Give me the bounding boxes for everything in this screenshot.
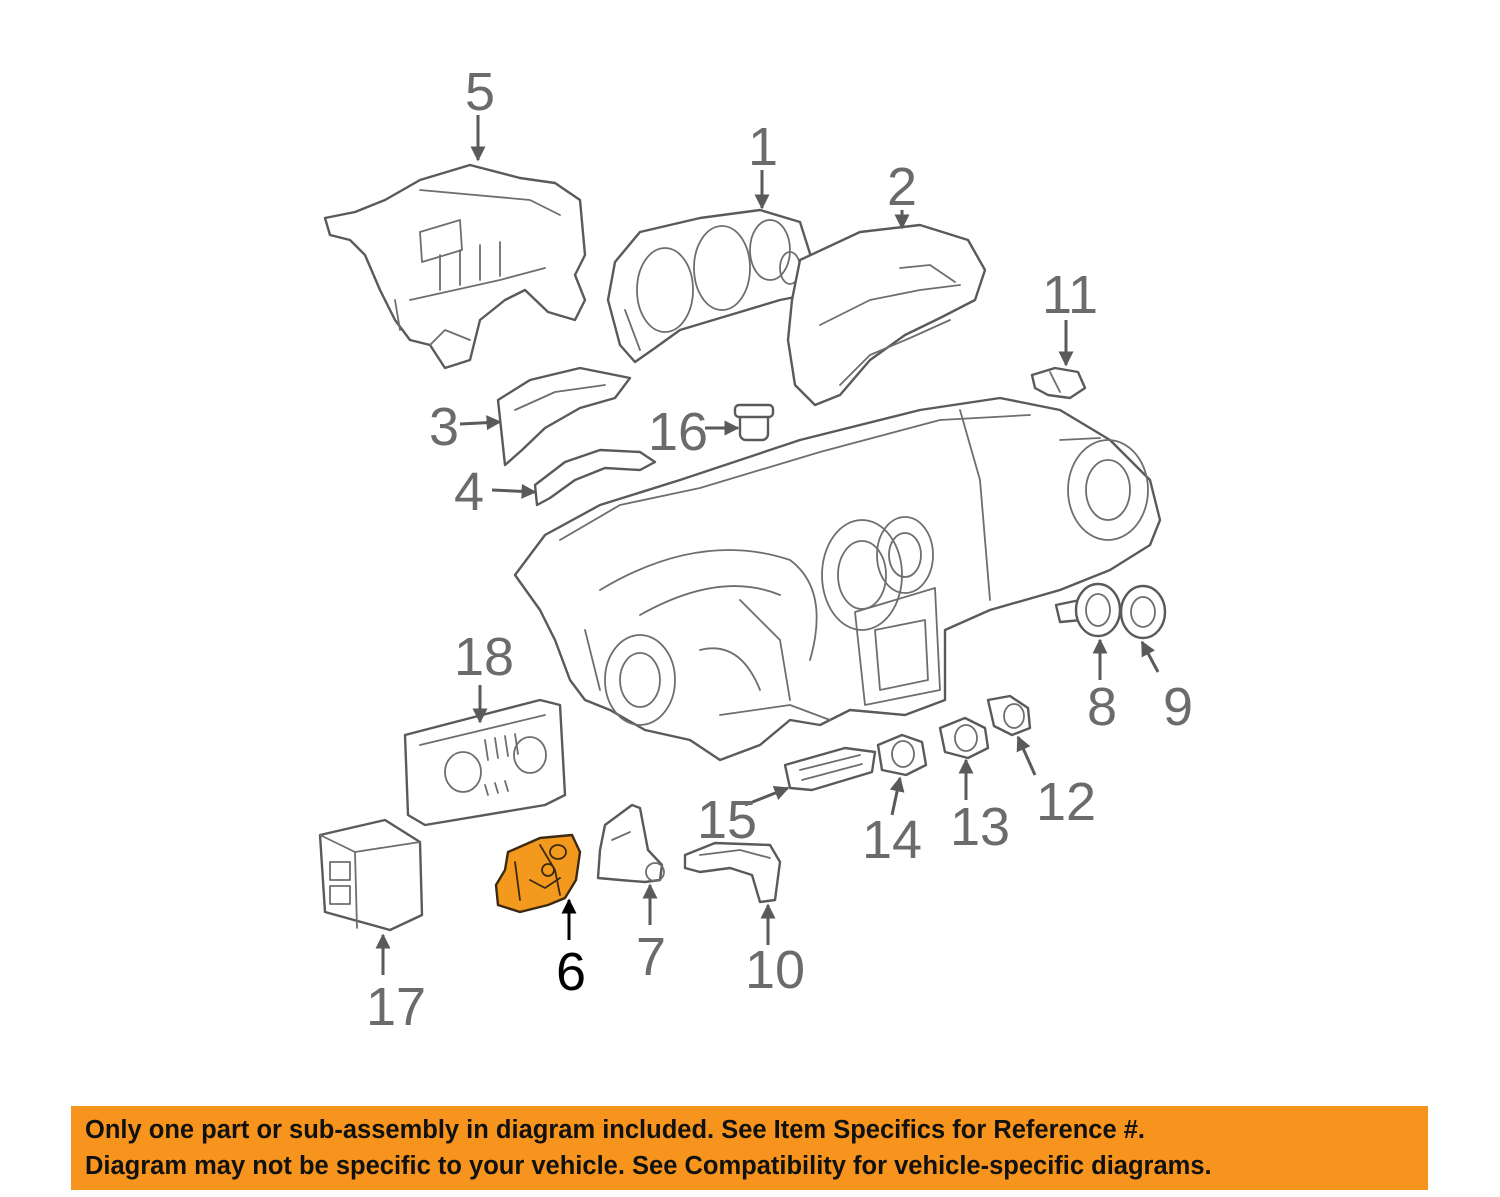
callout-1: 1	[748, 117, 778, 177]
part-10-bracket[interactable]	[683, 841, 782, 904]
part-18-climate-control[interactable]	[403, 698, 567, 827]
callout-9: 9	[1163, 677, 1193, 737]
callout-15: 15	[697, 790, 757, 850]
part-12-switch[interactable]	[986, 694, 1032, 737]
callout-6: 6	[556, 942, 586, 1002]
callout-16: 16	[648, 402, 708, 462]
part-8-vent[interactable]	[1054, 582, 1122, 638]
callout-14: 14	[862, 810, 922, 870]
part-14-switch[interactable]	[876, 733, 928, 777]
callout-10: 10	[745, 940, 805, 1000]
disclaimer-line-1: Only one part or sub-assembly in diagram…	[85, 1116, 1145, 1144]
callout-8: 8	[1087, 677, 1117, 737]
parts-diagram: 5 1 2 11 3 16 4 18 8 9 12 13 14 15 6 7 1…	[318, 62, 1193, 1037]
callout-2: 2	[887, 157, 917, 217]
callout-12: 12	[1036, 772, 1096, 832]
part-7-bracket[interactable]	[596, 803, 665, 884]
callout-5: 5	[465, 62, 495, 122]
disclaimer-line-2: Diagram may not be specific to your vehi…	[85, 1152, 1212, 1180]
callout-13: 13	[950, 797, 1010, 857]
part-15-vent-grille[interactable]	[783, 746, 877, 792]
callout-4: 4	[454, 462, 484, 522]
part-2-cluster-bezel[interactable]	[786, 223, 987, 407]
part-16-sensor[interactable]	[733, 403, 775, 442]
callout-numbers: 5 1 2 11 3 16 4 18 8 9 12 13 14 15 6 7 1…	[366, 62, 1193, 1037]
part-1-instrument-cluster[interactable]	[606, 208, 814, 364]
callout-18: 18	[454, 627, 514, 687]
instrument-panel-assembly	[513, 396, 1162, 762]
callout-17: 17	[366, 977, 426, 1037]
callout-7: 7	[636, 927, 666, 987]
part-13-switch[interactable]	[938, 716, 990, 760]
part-9-vent-ring[interactable]	[1119, 584, 1167, 640]
part-17-control-module[interactable]	[318, 818, 424, 932]
part-11-clip[interactable]	[1030, 366, 1087, 400]
callout-3: 3	[429, 397, 459, 457]
part-6-bracket-highlighted[interactable]	[494, 833, 582, 914]
disclaimer-banner: Only one part or sub-assembly in diagram…	[71, 1106, 1428, 1190]
part-5-instrument-panel-carrier[interactable]	[323, 163, 587, 370]
part-3-trim-panel[interactable]	[496, 366, 632, 467]
callout-11: 11	[1042, 265, 1098, 325]
leader-lines	[375, 115, 1160, 975]
part-4-trim-strip[interactable]	[533, 448, 657, 507]
